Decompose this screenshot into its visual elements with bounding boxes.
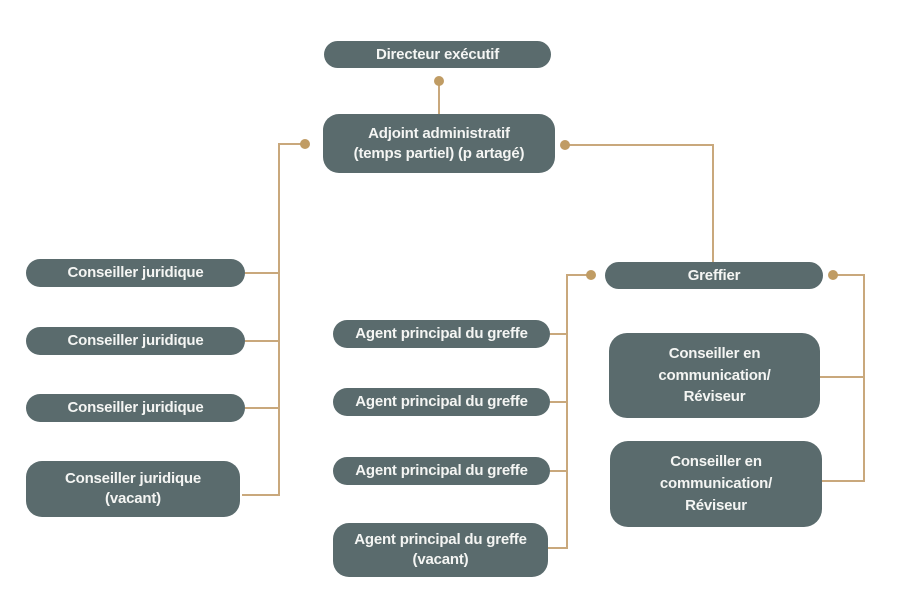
node-greffier: Greffier (605, 262, 823, 289)
connector-agent4-stub (548, 547, 567, 549)
node-conseiller-juridique-2: Conseiller juridique (26, 327, 245, 355)
connector-dot-directeur (434, 76, 444, 86)
node-agent-principal-greffe-2: Agent principal du greffe (333, 388, 550, 416)
connector-conseiller3-stub (245, 407, 278, 409)
connector-right-trunk-vertical (863, 274, 865, 482)
connector-greffier-left-horizontal (568, 274, 590, 276)
connector-dot-adjoint-right (560, 140, 570, 150)
connector-adjoint-right-horizontal (568, 144, 714, 146)
connector-communication2-stub (822, 480, 864, 482)
connector-conseiller1-stub (245, 272, 278, 274)
connector-directeur-adjoint-vertical (438, 80, 440, 115)
node-agent-principal-greffe-1: Agent principal du greffe (333, 320, 550, 348)
connector-communication1-stub (820, 376, 864, 378)
node-conseiller-communication-2: Conseiller en communication/ Réviseur (610, 441, 822, 527)
connector-dot-adjoint-left (300, 139, 310, 149)
node-conseiller-communication-1: Conseiller en communication/ Réviseur (609, 333, 820, 418)
node-conseiller-juridique-1: Conseiller juridique (26, 259, 245, 287)
node-agent-principal-greffe-3: Agent principal du greffe (333, 457, 550, 485)
connector-conseiller4-stub (242, 494, 280, 496)
node-directeur-executif: Directeur exécutif (324, 41, 551, 68)
connector-agent1-stub (550, 333, 566, 335)
connector-dot-greffier-right (828, 270, 838, 280)
connector-adjoint-left-horizontal (278, 143, 302, 145)
connector-conseiller2-stub (245, 340, 278, 342)
connector-greffier-right-horizontal (837, 274, 865, 276)
connector-middle-trunk-vertical (566, 274, 568, 549)
node-conseiller-juridique-4-vacant: Conseiller juridique (vacant) (26, 461, 240, 517)
connector-agent2-stub (550, 401, 566, 403)
connector-dot-greffier-left (586, 270, 596, 280)
node-adjoint-administratif: Adjoint administratif (temps partiel) (p… (323, 114, 555, 173)
connector-left-trunk-vertical (278, 143, 280, 496)
connector-greffier-drop-vertical (712, 144, 714, 262)
connector-agent3-stub (550, 470, 566, 472)
node-conseiller-juridique-3: Conseiller juridique (26, 394, 245, 422)
node-agent-principal-greffe-4-vacant: Agent principal du greffe (vacant) (333, 523, 548, 577)
